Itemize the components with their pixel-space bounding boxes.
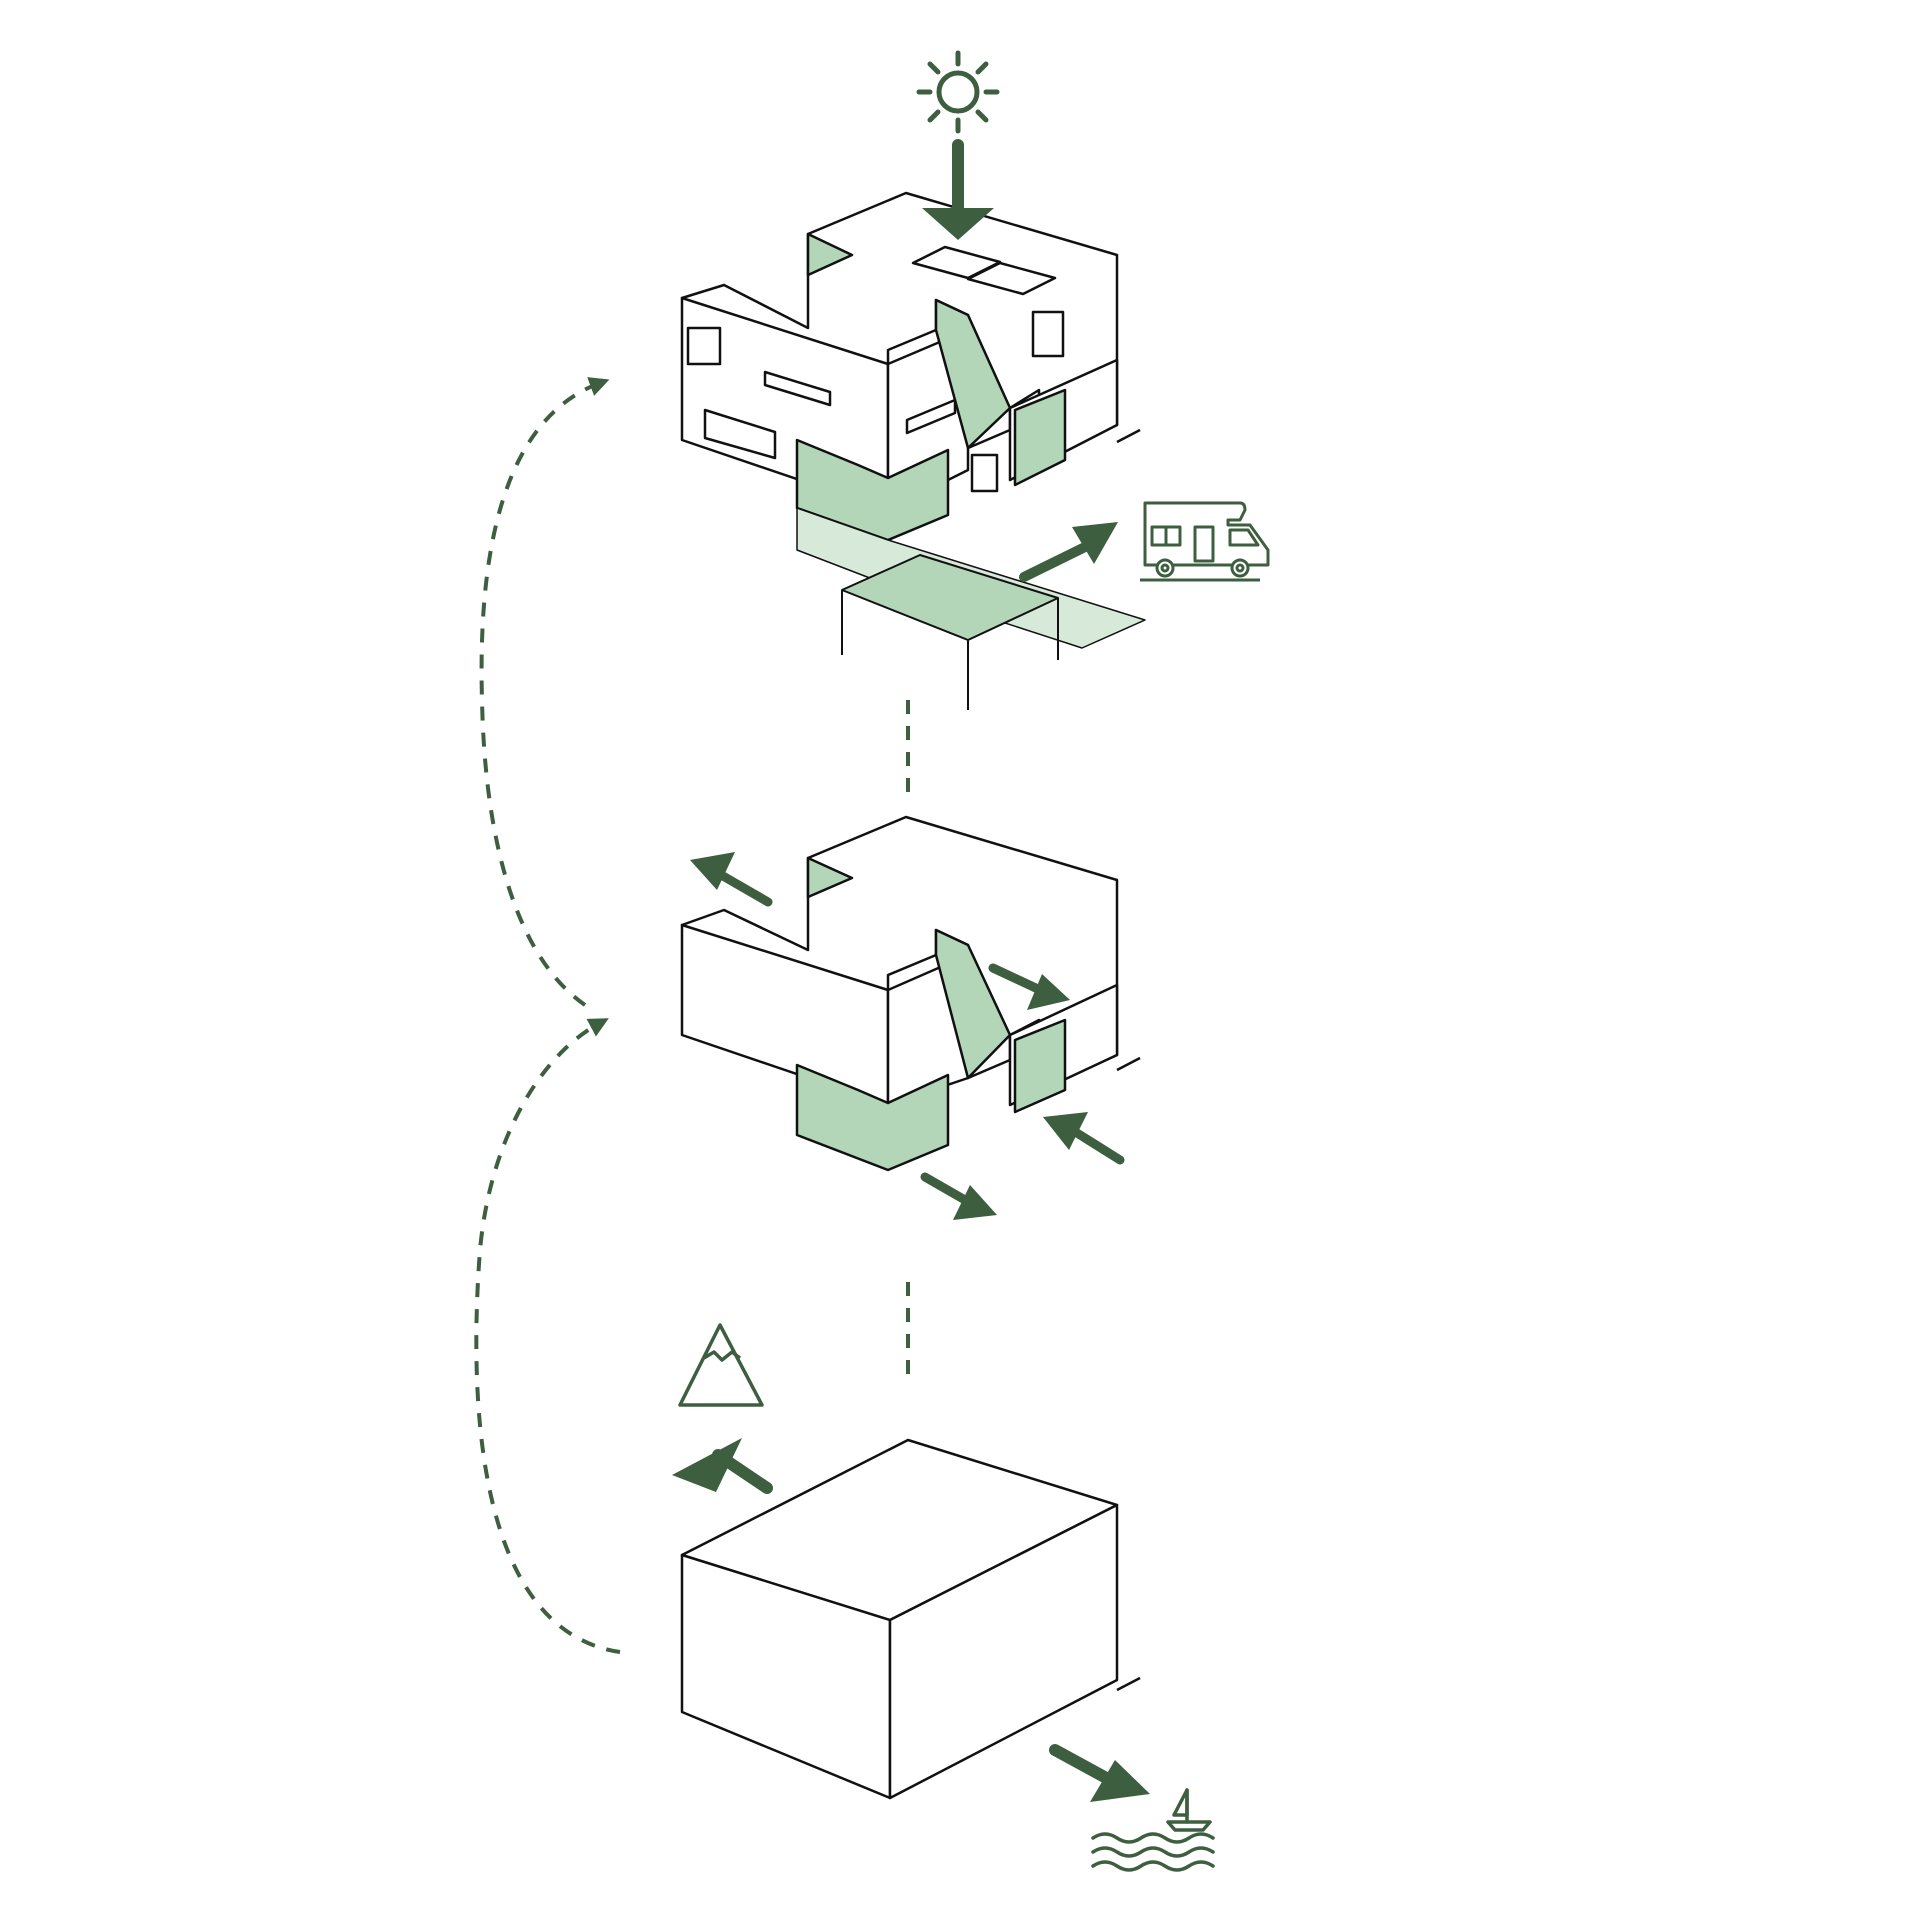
mountain-icon bbox=[678, 1323, 764, 1407]
sailboat-water-icon bbox=[1091, 1788, 1215, 1872]
sun-icon bbox=[916, 50, 1000, 134]
arrow-middle-inward bbox=[1043, 1112, 1125, 1165]
process-arrow-bottom-to-middle bbox=[474, 1018, 621, 1654]
house-recess-upper bbox=[934, 298, 1012, 450]
arrow-middle-inner-right bbox=[988, 963, 1070, 1010]
final-house bbox=[680, 191, 1141, 542]
house-skylight bbox=[966, 261, 1057, 296]
house-recess-corner bbox=[806, 232, 854, 277]
house-window bbox=[905, 398, 957, 435]
arrow-to-mountain bbox=[672, 1438, 773, 1494]
carved-volume bbox=[680, 815, 1141, 1172]
arrow-to-water bbox=[1049, 1744, 1150, 1802]
house-window bbox=[686, 326, 722, 366]
process-arrows bbox=[474, 377, 621, 1654]
arrow-middle-lower-right bbox=[920, 1172, 997, 1220]
camper-van-icon bbox=[1140, 501, 1270, 582]
carved-recess-corner bbox=[806, 856, 854, 899]
house-window bbox=[703, 408, 777, 460]
sunlight-arrow bbox=[922, 139, 994, 240]
massing-volume bbox=[680, 1438, 1141, 1800]
box-right bbox=[888, 1503, 1119, 1800]
carved-recess-upper bbox=[934, 928, 1012, 1080]
arrow-middle-upleft bbox=[690, 852, 773, 907]
carved-recess-right bbox=[1013, 1018, 1067, 1114]
ground-line bbox=[1116, 428, 1141, 444]
arrow-to-van bbox=[1019, 522, 1118, 582]
house-recess-right bbox=[1013, 388, 1067, 487]
house-window bbox=[970, 453, 999, 493]
house-window bbox=[763, 370, 832, 407]
ground-line bbox=[1116, 1676, 1141, 1692]
house-window bbox=[1031, 310, 1065, 358]
ground-line bbox=[1116, 1056, 1141, 1072]
direction-arrows bbox=[672, 139, 1150, 1802]
carved-recess-lower bbox=[795, 1063, 950, 1172]
process-arrow-middle-to-top bbox=[479, 377, 610, 1007]
carport bbox=[796, 507, 1146, 710]
